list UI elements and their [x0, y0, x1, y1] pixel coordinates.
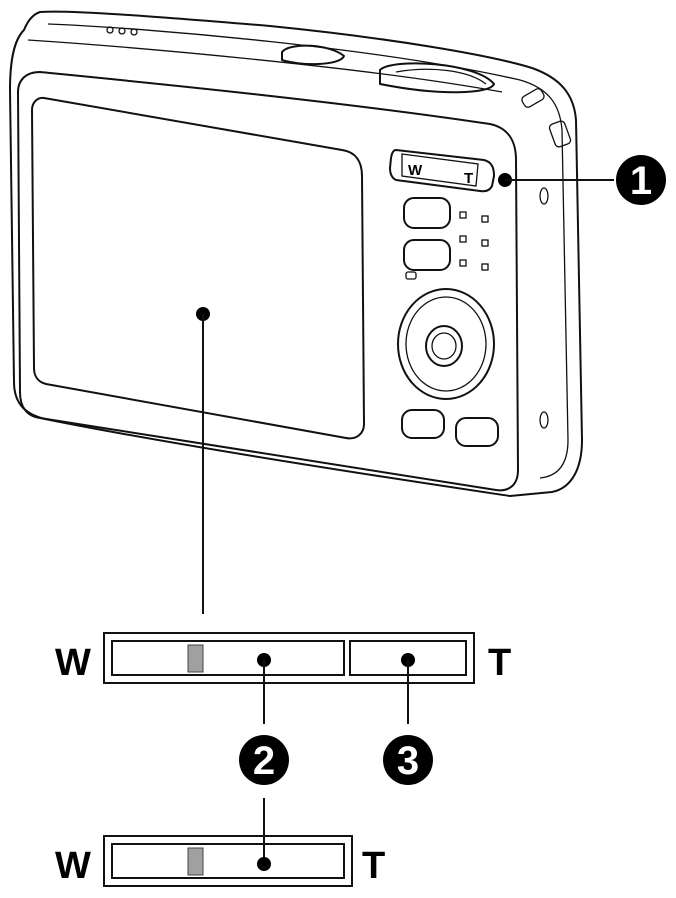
side-port	[548, 120, 572, 148]
menu-button	[403, 197, 451, 229]
shutter-button-detail	[395, 68, 487, 85]
callout-3-label: 3	[397, 739, 419, 783]
lever-w-label: W	[408, 162, 423, 179]
camera-top-edge	[27, 39, 503, 93]
button-icons	[459, 211, 489, 271]
callout-3: 3	[383, 735, 433, 785]
navigation-dial	[397, 288, 495, 400]
camera-inner-edge	[47, 23, 569, 479]
zoom-lever: W T	[389, 149, 495, 193]
callout-1: 1	[616, 155, 666, 205]
zoom-bar-optical: W T	[55, 835, 385, 887]
top-button	[281, 44, 345, 66]
zoom-bar-optical-t-label: T	[362, 845, 385, 887]
zoom-bar-optical-w-label: W	[55, 845, 91, 887]
mic-dot	[106, 26, 114, 34]
camera-outline	[9, 10, 583, 497]
zoom-bar-full-outer	[103, 632, 475, 684]
lever-t-label: T	[464, 170, 473, 187]
callout-2: 2	[239, 735, 289, 785]
zoom-bar-optical-outer	[103, 835, 353, 887]
side-port	[539, 187, 549, 205]
strap-eyelet	[521, 88, 545, 108]
back-panel	[17, 71, 519, 492]
mic-dot	[118, 27, 126, 35]
mic-dot	[130, 28, 138, 36]
optical-zoom-segment-only	[111, 843, 345, 879]
callout-2-label: 2	[253, 739, 275, 783]
camera-body	[9, 10, 583, 497]
callout-1-label: 1	[630, 159, 652, 203]
playback-button	[401, 409, 445, 439]
shutter-button	[379, 62, 495, 94]
zoom-position-marker	[187, 644, 204, 673]
mode-button	[403, 239, 451, 271]
optical-only-zoom-dot	[257, 857, 271, 871]
delete-button	[455, 417, 499, 447]
zoom-bar-full-t-label: T	[488, 642, 511, 684]
optical-zoom-segment	[111, 640, 345, 676]
indicator-led	[405, 271, 417, 280]
side-port	[539, 411, 549, 429]
lcd-screen	[31, 96, 365, 440]
zoom-bar-full-w-label: W	[55, 642, 91, 684]
zoom-position-marker-optical	[187, 847, 204, 876]
